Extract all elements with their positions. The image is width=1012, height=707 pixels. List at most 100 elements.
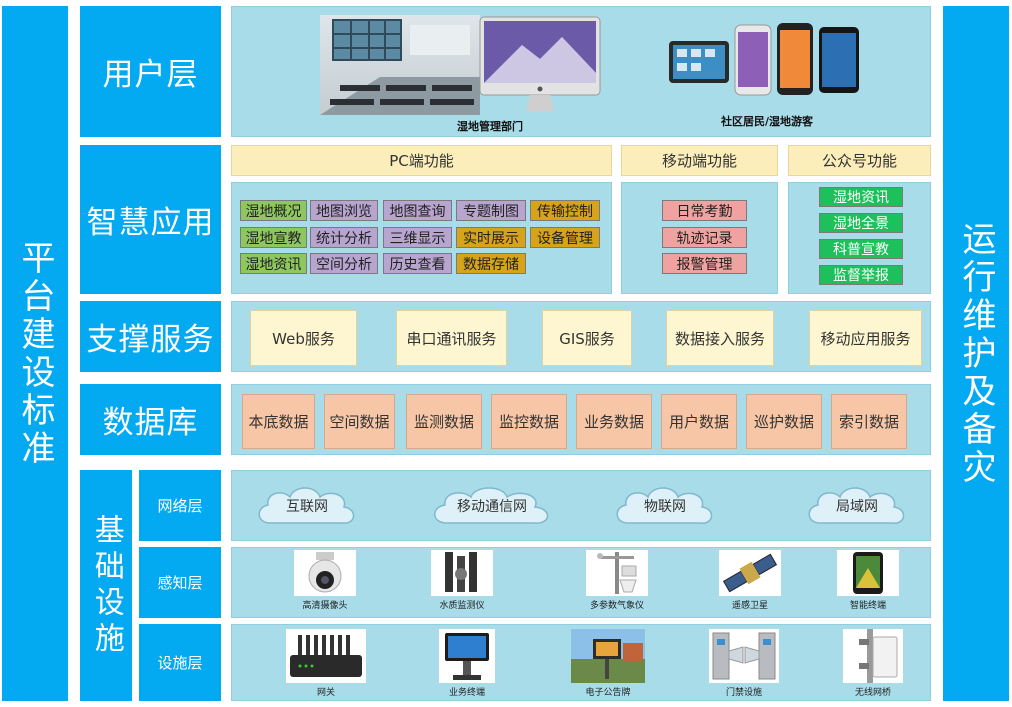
db-business-data: 业务数据	[576, 394, 652, 449]
pc-func-statistics: 统计分析	[310, 227, 378, 248]
facility-layer-panel: 网关 业务终端 电子公告牌 门禁设施 无线网桥	[231, 624, 931, 701]
tablet-phones-icon	[669, 23, 859, 96]
mobile-functions-header: 移动端功能	[621, 145, 778, 176]
db-user-data: 用户数据	[661, 394, 737, 449]
sublayer-network-text: 网络层	[157, 497, 203, 515]
cloud-lan: 局域网	[802, 481, 912, 531]
mobile-functions-panel: 日常考勤 轨迹记录 报警管理	[621, 182, 778, 294]
wechat-func-news: 湿地资讯	[819, 187, 903, 207]
layer-title-user: 用户层	[80, 6, 221, 137]
service-gis: GIS服务	[542, 310, 632, 366]
service-mobile-app: 移动应用服务	[809, 310, 922, 366]
service-serial-comm: 串口通讯服务	[396, 310, 507, 366]
facility-gateway: 网关	[284, 629, 368, 698]
pc-functions-panel: 湿地概况 地图浏览 地图查询 专题制图 传输控制 湿地宣教 统计分析 三维显示 …	[231, 182, 612, 294]
pc-func-spatial-analysis: 空间分析	[310, 253, 378, 274]
db-monitoring-data: 监测数据	[406, 394, 482, 449]
pc-functions-header: PC端功能	[231, 145, 612, 176]
sublayer-facility-text: 设施层	[157, 654, 203, 672]
water-probe-icon	[445, 552, 477, 592]
db-spatial-data: 空间数据	[324, 394, 395, 449]
desktop-computer-image	[478, 15, 602, 117]
cloud-mobile-network: 移动通信网	[427, 481, 557, 531]
mobile-devices-image	[667, 19, 867, 101]
mobile-func-track-record: 轨迹记录	[662, 227, 747, 248]
db-patrol-data: 巡护数据	[746, 394, 822, 449]
device-remote-sensing-satellite-label: 遥感卫星	[731, 601, 768, 611]
device-weather-station: 多参数气象仪	[577, 550, 657, 611]
left-bar-platform-standard: 平台建设标准	[2, 6, 68, 701]
pc-func-transfer-control: 传输控制	[530, 200, 600, 221]
wechat-functions-header: 公众号功能	[788, 145, 931, 176]
dome-camera-icon	[308, 552, 342, 593]
right-bar-text: 运行维护及备灾	[956, 220, 997, 487]
service-web: Web服务	[250, 310, 357, 366]
device-hd-camera-label: 高清摄像头	[302, 601, 348, 611]
layer-title-support: 支撑服务	[80, 301, 221, 372]
layer-title-support-text: 支撑服务	[86, 322, 215, 358]
cloud-iot: 物联网	[610, 481, 720, 531]
cloud-iot-label: 物联网	[644, 499, 686, 515]
support-services-panel: Web服务 串口通讯服务 GIS服务 数据接入服务 移动应用服务	[231, 301, 931, 372]
database-panel: 本底数据 空间数据 监测数据 监控数据 业务数据 用户数据 巡护数据 索引数据	[231, 384, 931, 455]
facility-gateway-label: 网关	[316, 688, 335, 698]
cloud-internet-label: 互联网	[286, 499, 328, 515]
smart-terminal-icon	[853, 552, 883, 594]
facility-electronic-bulletin-label: 电子公告牌	[585, 688, 631, 698]
mobile-func-attendance: 日常考勤	[662, 200, 747, 221]
device-water-quality-monitor-label: 水质监测仪	[439, 601, 485, 611]
pc-func-data-storage: 数据存储	[456, 253, 526, 274]
cloud-icon	[434, 487, 549, 524]
device-remote-sensing-satellite: 遥感卫星	[715, 550, 785, 611]
device-water-quality-monitor: 水质监测仪	[427, 550, 497, 611]
right-bar-operation-maintenance: 运行维护及备灾	[943, 6, 1009, 701]
cloud-internet: 互联网	[252, 481, 362, 531]
sensing-layer-panel: 高清摄像头 水质监测仪 多参数气象仪 遥感卫星 智能终端	[231, 547, 931, 618]
db-surveillance-data: 监控数据	[491, 394, 567, 449]
device-weather-station-label: 多参数气象仪	[589, 601, 644, 611]
bulletin-board-icon	[571, 629, 645, 683]
pc-func-wetland-education: 湿地宣教	[240, 227, 307, 248]
sublayer-network: 网络层	[139, 470, 221, 541]
layer-title-infra: 基础设施	[80, 470, 132, 701]
facility-access-control: 门禁设施	[706, 629, 782, 698]
cloud-icon	[808, 487, 905, 524]
layer-title-app: 智慧应用	[80, 145, 221, 294]
pc-func-realtime-display: 实时展示	[456, 227, 526, 248]
wechat-func-panorama: 湿地全景	[819, 213, 903, 233]
cloud-icon	[616, 487, 713, 524]
pc-func-map-browse: 地图浏览	[310, 200, 378, 221]
pc-func-3d-display: 三维显示	[383, 227, 452, 248]
left-bar-text: 平台建设标准	[15, 239, 56, 468]
facility-wireless-bridge-label: 无线网桥	[854, 688, 891, 698]
control-room-image	[320, 15, 480, 115]
cloud-lan-label: 局域网	[836, 499, 878, 515]
satellite-icon	[722, 553, 778, 593]
device-smart-terminal-label: 智能终端	[849, 601, 886, 611]
service-data-access: 数据接入服务	[666, 310, 774, 366]
gateway-icon	[290, 635, 362, 677]
control-room-icon	[320, 19, 480, 115]
wechat-func-supervision-report: 监督举报	[819, 265, 903, 285]
device-smart-terminal: 智能终端	[833, 550, 903, 611]
layer-title-user-text: 用户层	[102, 57, 199, 93]
weather-station-icon	[597, 552, 637, 594]
pc-func-wetland-news: 湿地资讯	[240, 253, 307, 274]
wireless-bridge-icon	[859, 629, 898, 683]
facility-electronic-bulletin: 电子公告牌	[568, 629, 648, 698]
caption-residents-visitors: 社区居民/湿地游客	[720, 115, 814, 128]
pc-func-device-management: 设备管理	[530, 227, 600, 248]
sublayer-sensing: 感知层	[139, 547, 221, 618]
turnstile-gate-icon	[712, 632, 776, 680]
db-baseline-data: 本底数据	[242, 394, 315, 449]
sublayer-facility: 设施层	[139, 624, 221, 701]
caption-management-dept: 湿地管理部门	[457, 120, 523, 133]
pc-func-wetland-overview: 湿地概况	[240, 200, 307, 221]
pc-func-thematic-mapping: 专题制图	[456, 200, 526, 221]
pc-func-history-view: 历史查看	[383, 253, 452, 274]
user-layer-panel: 湿地管理部门 社区居民/湿地游客	[231, 6, 931, 137]
imac-icon	[479, 16, 601, 111]
facility-access-control-label: 门禁设施	[725, 688, 762, 698]
device-hd-camera: 高清摄像头	[290, 550, 360, 611]
kiosk-terminal-icon	[445, 633, 489, 680]
